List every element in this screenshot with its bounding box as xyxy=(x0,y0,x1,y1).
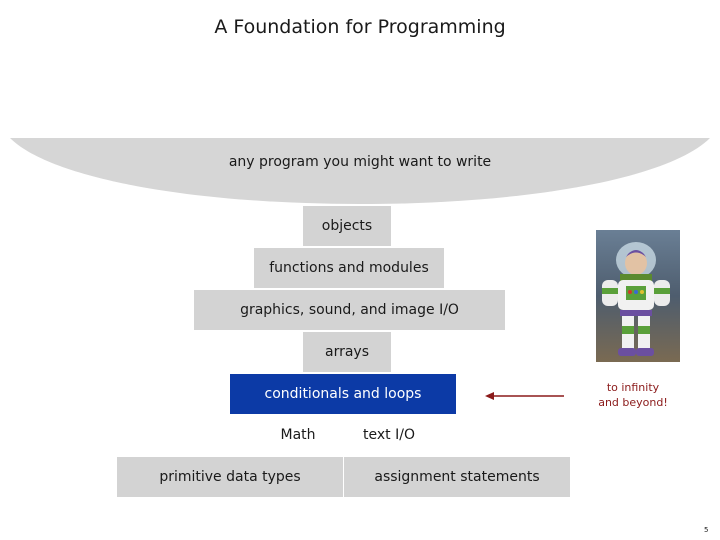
side-note-line2: and beyond! xyxy=(598,396,668,409)
layer-functions-modules: functions and modules xyxy=(253,247,445,289)
left-arrow-icon xyxy=(485,392,564,400)
layer-graphics-io: graphics, sound, and image I/O xyxy=(193,289,506,331)
layer-conditionals-loops: conditionals and loops xyxy=(229,373,457,415)
layer-arrays: arrays xyxy=(302,331,392,373)
side-note: to infinity and beyond! xyxy=(590,380,676,410)
layer-math: Math xyxy=(280,427,316,443)
layer-text-io: text I/O xyxy=(363,427,415,443)
side-note-line1: to infinity xyxy=(606,381,660,394)
layer-objects: objects xyxy=(302,205,392,247)
layer-primitive-data-types: primitive data types xyxy=(116,456,344,498)
layer-assignment-statements: assignment statements xyxy=(343,456,571,498)
program-bowl xyxy=(10,138,710,204)
page-number: 5 xyxy=(704,526,709,534)
slide-title: A Foundation for Programming xyxy=(214,16,506,38)
bowl-label: any program you might want to write xyxy=(228,154,492,170)
buzz-lightyear-photo xyxy=(596,230,680,362)
